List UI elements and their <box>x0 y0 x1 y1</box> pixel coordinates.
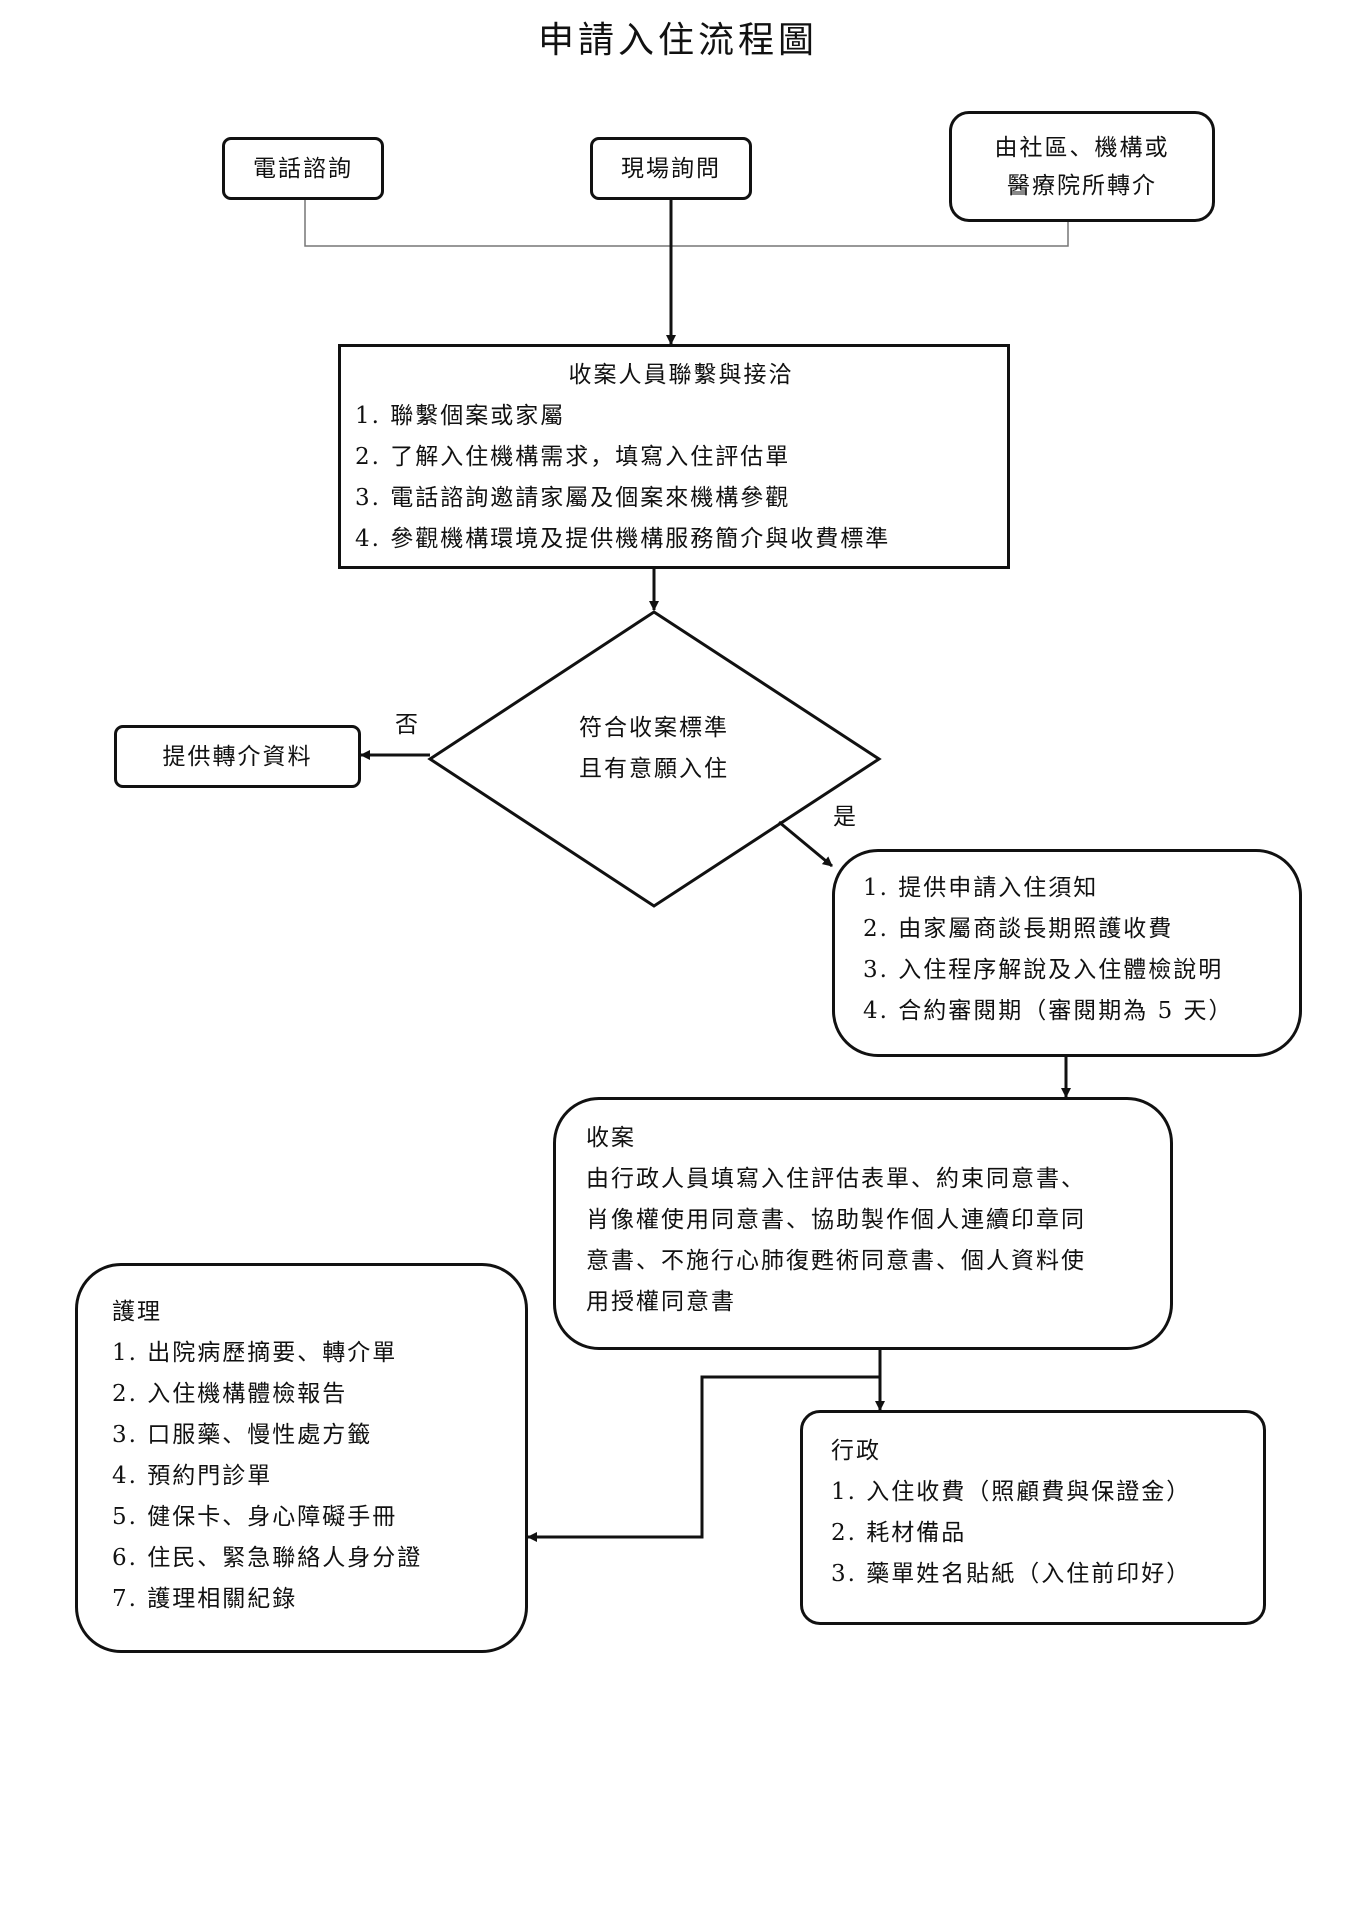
nursing-item: 2. 入住機構體檢報告 <box>112 1381 348 1407</box>
contact-step: 4. 參觀機構環境及提供機構服務簡介與收費標準 <box>355 526 891 552</box>
referral-info-box: 提供轉介資料 <box>114 725 361 788</box>
contact-process-box: 收案人員聯繫與接洽 1. 聯繫個案或家屬 2. 了解入住機構需求，填寫入住評估單… <box>338 344 1010 569</box>
intake-box: 收案 由行政人員填寫入住評估表單、約束同意書、 肖像權使用同意書、協助製作個人連… <box>553 1097 1173 1350</box>
contact-step: 1. 聯繫個案或家屬 <box>355 403 566 429</box>
contact-step: 2. 了解入住機構需求，填寫入住評估單 <box>355 444 791 470</box>
yes-branch-label: 是 <box>833 804 856 830</box>
application-step: 2. 由家屬商談長期照護收費 <box>863 916 1174 942</box>
decision-text: 符合收案標準 且有意願入住 <box>470 708 838 790</box>
no-branch-label: 否 <box>395 712 418 738</box>
phone-inquiry-box: 電話諮詢 <box>222 137 384 200</box>
admin-item: 3. 藥單姓名貼紙（入住前印好） <box>831 1561 1192 1587</box>
admin-item: 1. 入住收費（照顧費與保證金） <box>831 1479 1192 1505</box>
nursing-item: 6. 住民、緊急聯絡人身分證 <box>112 1545 423 1571</box>
nursing-item: 4. 預約門診單 <box>112 1463 273 1489</box>
application-step: 4. 合約審閱期（審閱期為 5 天） <box>863 998 1234 1024</box>
referral-source-line: 醫療院所轉介 <box>1007 172 1157 199</box>
intake-text-line: 肖像權使用同意書、協助製作個人連續印章同 <box>586 1207 1086 1233</box>
decision-diamond <box>427 610 882 908</box>
nursing-box: 護理 1. 出院病歷摘要、轉介單 2. 入住機構體檢報告 3. 口服藥、慢性處方… <box>75 1263 528 1653</box>
referral-source-box: 由社區、機構或 醫療院所轉介 <box>949 111 1215 222</box>
intake-text-line: 意書、不施行心肺復甦術同意書、個人資料使 <box>586 1248 1086 1274</box>
contact-heading: 收案人員聯繫與接洽 <box>568 362 794 388</box>
application-step: 3. 入住程序解說及入住體檢說明 <box>863 957 1224 983</box>
nursing-item: 7. 護理相關紀錄 <box>112 1586 298 1612</box>
onsite-inquiry-box: 現場詢問 <box>590 137 752 200</box>
admin-box: 行政 1. 入住收費（照顧費與保證金） 2. 耗材備品 3. 藥單姓名貼紙（入住… <box>800 1410 1266 1625</box>
nursing-item: 1. 出院病歷摘要、轉介單 <box>112 1340 398 1366</box>
contact-step: 3. 電話諮詢邀請家屬及個案來機構參觀 <box>355 485 791 511</box>
nursing-item: 5. 健保卡、身心障礙手冊 <box>112 1504 398 1530</box>
intake-text-line: 由行政人員填寫入住評估表單、約束同意書、 <box>586 1166 1086 1192</box>
admin-heading: 行政 <box>831 1438 881 1464</box>
page-title: 申請入住流程圖 <box>537 20 818 61</box>
intake-to-nursing-arrow <box>527 1375 880 1542</box>
phone-connector <box>304 200 1069 247</box>
admin-item: 2. 耗材備品 <box>831 1520 967 1546</box>
onsite-inquiry-label: 現場詢問 <box>621 155 721 182</box>
yes-branch-arrow <box>778 820 833 868</box>
referral-source-line: 由社區、機構或 <box>994 134 1170 161</box>
nursing-heading: 護理 <box>112 1299 162 1325</box>
intake-text-line: 用授權同意書 <box>586 1289 736 1315</box>
application-step: 1. 提供申請入住須知 <box>863 875 1099 901</box>
phone-inquiry-label: 電話諮詢 <box>253 155 353 182</box>
nursing-item: 3. 口服藥、慢性處方籤 <box>112 1422 373 1448</box>
intake-heading: 收案 <box>586 1125 636 1151</box>
referral-info-label: 提供轉介資料 <box>162 743 313 770</box>
decision-line: 且有意願入住 <box>579 756 729 782</box>
decision-line: 符合收案標準 <box>579 715 729 741</box>
application-info-box: 1. 提供申請入住須知 2. 由家屬商談長期照護收費 3. 入住程序解說及入住體… <box>832 849 1302 1057</box>
